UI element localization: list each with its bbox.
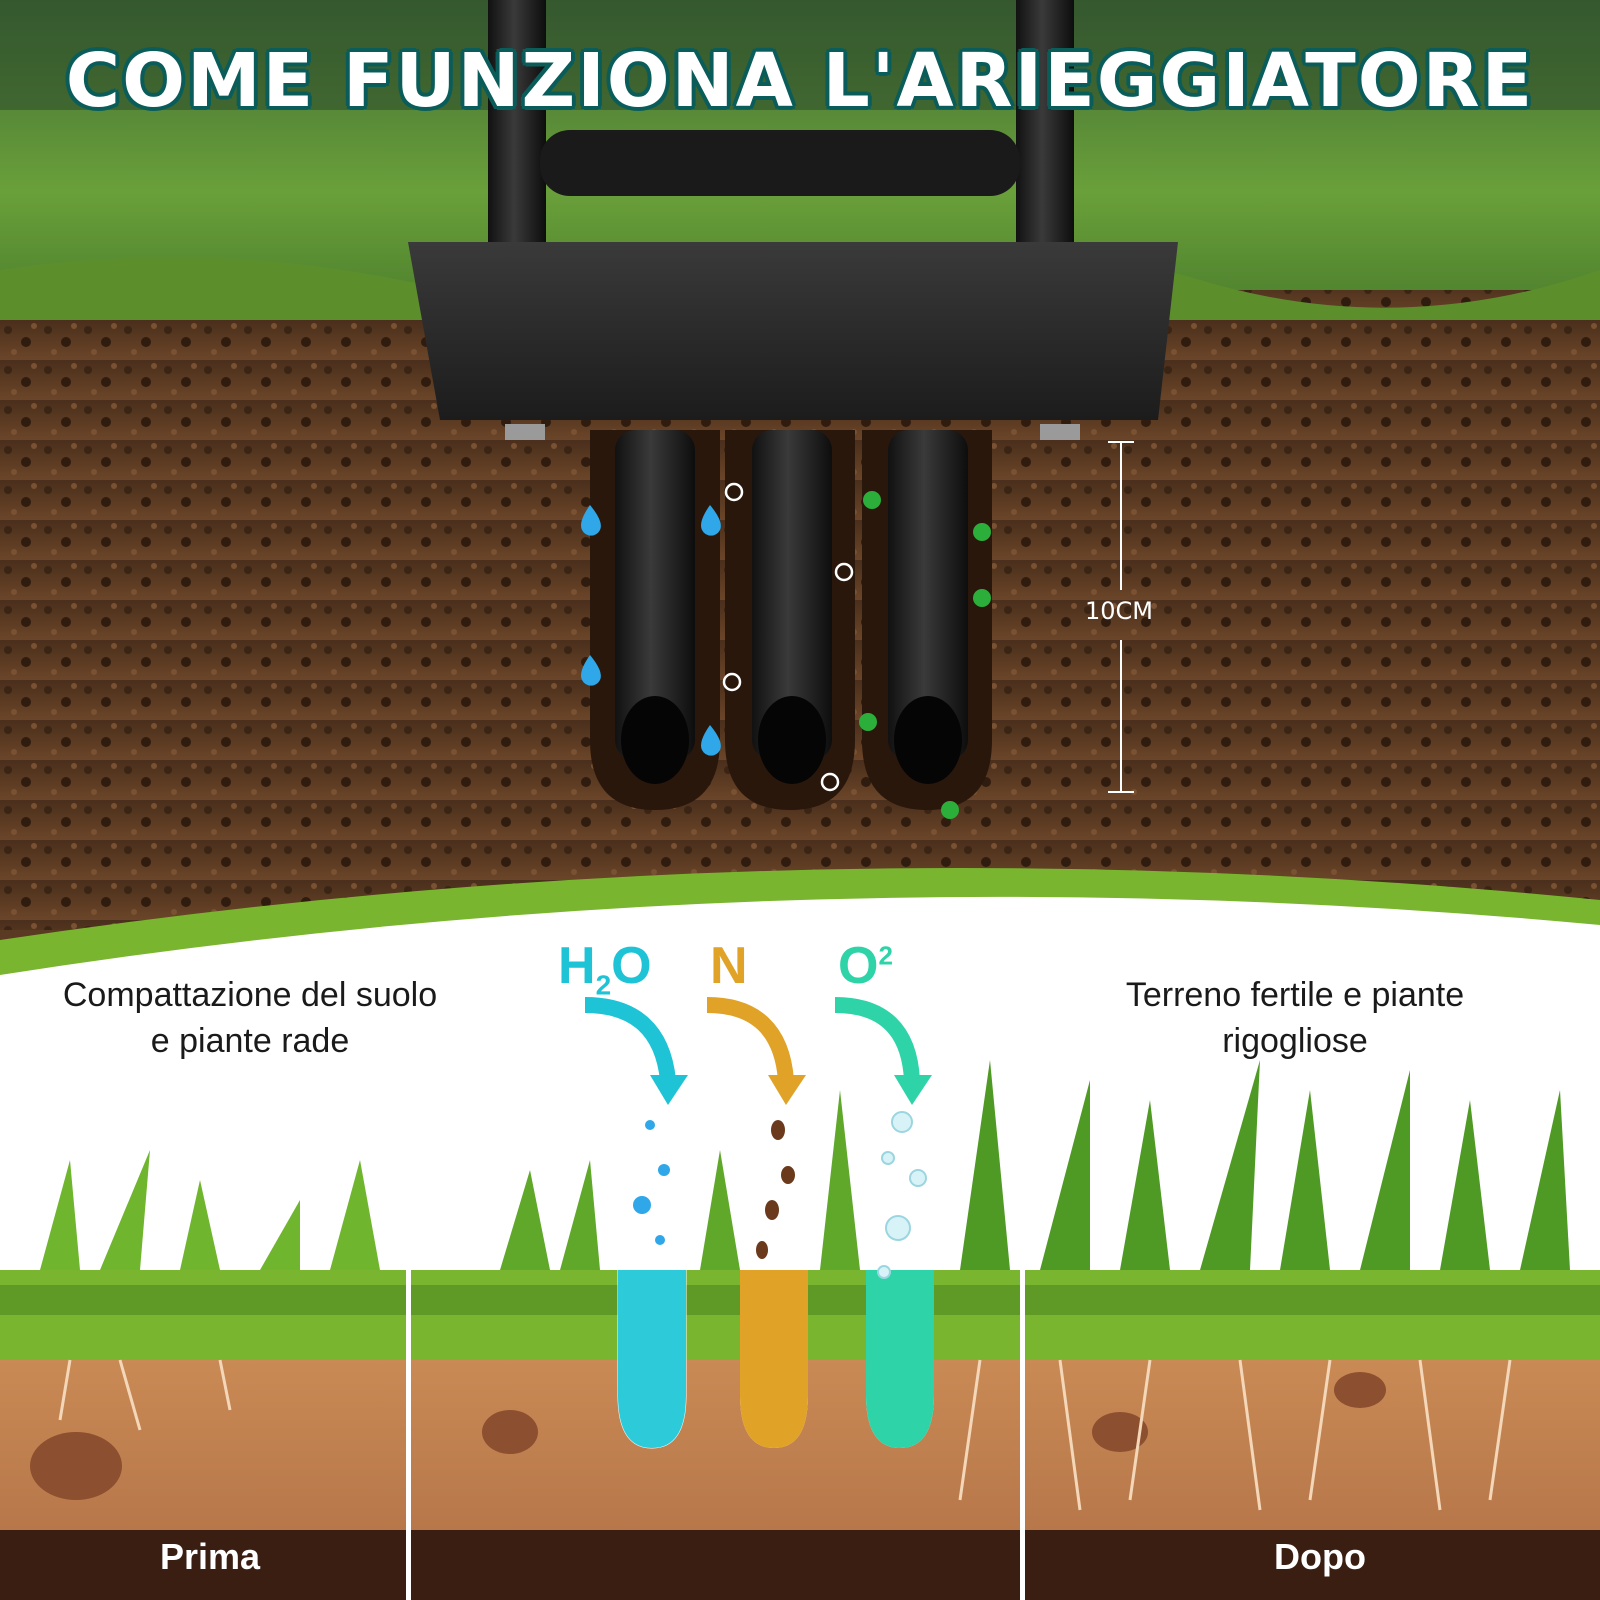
aerator-handle-right (1016, 0, 1074, 260)
nitrogen-molecules (859, 491, 991, 819)
bolt-right (1040, 424, 1080, 440)
depth-scale (1108, 441, 1134, 793)
label-after: Dopo (1274, 1536, 1366, 1577)
bolt-left (505, 424, 545, 440)
bottom-band (0, 1530, 1600, 1600)
oxygen-label: O2 (838, 937, 893, 995)
roots (58, 1359, 1512, 1511)
tine-1 (615, 430, 695, 760)
divider-right (1020, 1270, 1025, 1600)
depth-label: 10CM (1085, 597, 1154, 625)
grass-blades-left (40, 1150, 380, 1270)
oxygen-arrow (834, 997, 920, 1081)
label-before: Prima (159, 1536, 261, 1577)
grass-blades-middle (500, 1090, 860, 1270)
aerator-foot-plate (408, 242, 1178, 420)
grass-blades-right (960, 1060, 1570, 1270)
aerator-handle-left (488, 0, 546, 260)
page-title: COME FUNZIONA L'ARIEGGIATORE (65, 38, 1535, 124)
nitrogen-label: N (710, 937, 748, 995)
nitrogen-arrow (706, 997, 794, 1081)
tine-3 (888, 430, 968, 760)
oxygen-bubbles (722, 482, 854, 792)
water-drops (581, 505, 721, 756)
stone-left (30, 1432, 122, 1500)
divider-left (406, 1270, 411, 1600)
aerator-crossbar (540, 130, 1020, 196)
tine-2 (752, 430, 832, 760)
water-arrow (584, 997, 676, 1082)
caption-before: Compattazione del suolo e piante rade (62, 976, 438, 1060)
water-label: H2O (558, 937, 652, 1001)
caption-after: Terreno fertile e piante rigogliose (1125, 976, 1465, 1060)
